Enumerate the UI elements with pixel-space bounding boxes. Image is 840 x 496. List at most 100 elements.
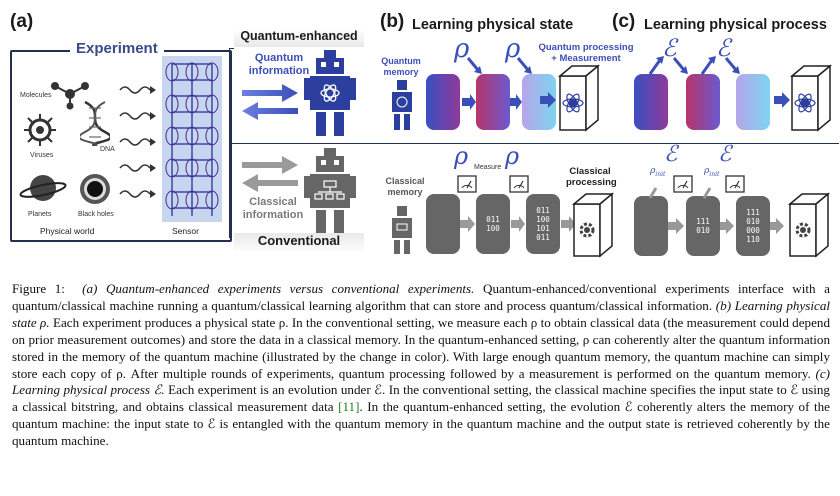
rho-arrows-b bbox=[466, 57, 532, 74]
bits-row: 100 bbox=[486, 224, 500, 233]
arrow-to-processor-b bbox=[540, 92, 556, 108]
classical-information-label: Classical information bbox=[240, 196, 306, 222]
planet-icon bbox=[19, 175, 67, 201]
label-molecules: Molecules bbox=[20, 92, 52, 99]
label-dna: DNA bbox=[100, 146, 115, 153]
process-symbol-c4: ℰ bbox=[718, 142, 732, 167]
rho-init-label-1: ρinit bbox=[650, 166, 665, 178]
classical-memory-block-c3: 111 010 000 110 bbox=[736, 196, 770, 256]
quantum-information-label: Quantum information bbox=[246, 52, 312, 78]
quantum-processing-line-2: + Measurement bbox=[551, 53, 621, 64]
meters-c bbox=[648, 175, 745, 199]
bits-row: 011 bbox=[536, 206, 550, 215]
quantum-memory-block-c1 bbox=[634, 74, 668, 130]
panel-a-label: (a) bbox=[10, 11, 34, 32]
caption-figure-label: Figure 1: bbox=[12, 281, 65, 296]
small-classical-robot-icon bbox=[392, 206, 412, 254]
quantum-memory-block-1 bbox=[426, 74, 460, 130]
process-symbol-c3: ℰ bbox=[664, 142, 678, 167]
caption-a-text: Quantum-enhanced/conventional experiment… bbox=[12, 281, 830, 313]
connector-top bbox=[229, 48, 234, 49]
rho-init-symbol: ρ bbox=[650, 166, 656, 176]
classical-flow-arrows-b bbox=[460, 216, 576, 232]
panel-b-label: (b) bbox=[380, 11, 405, 32]
quantum-enhanced-label: Quantum-enhanced bbox=[234, 29, 364, 47]
rho-symbol-b3: ρ bbox=[454, 142, 469, 170]
rho-symbol-b4: ρ bbox=[505, 142, 520, 170]
label-sensor: Sensor bbox=[172, 226, 199, 236]
bits-row: 010 bbox=[696, 226, 710, 235]
caption-c-title: (c) Learning physical process ℰ. bbox=[12, 365, 831, 398]
figure-caption: Figure 1: (a) Quantum-enhanced experimen… bbox=[12, 281, 830, 450]
label-viruses: Viruses bbox=[30, 152, 54, 159]
panel-c-label: (c) bbox=[612, 11, 636, 32]
citation-link[interactable]: [11] bbox=[338, 399, 360, 415]
caption-c-text-1: Each experiment is an evolution under ℰ.… bbox=[12, 382, 830, 415]
rho-symbol-b2: ρ bbox=[505, 34, 521, 64]
process-symbol-c2: ℰ bbox=[716, 34, 731, 62]
label-planets: Planets bbox=[28, 211, 52, 218]
molecule-icon bbox=[51, 82, 89, 110]
classical-memory-block-c1 bbox=[634, 196, 668, 256]
init-subscript: init bbox=[655, 170, 666, 178]
label-physical-world: Physical world bbox=[40, 226, 95, 236]
bits-row: 111 bbox=[696, 217, 710, 226]
classical-arrows-icon bbox=[242, 156, 298, 192]
process-arrows-c bbox=[648, 56, 740, 75]
classical-information-line-1: Classical bbox=[249, 196, 297, 208]
bits-row: 011 bbox=[486, 215, 500, 224]
virus-icon bbox=[24, 114, 56, 146]
classical-processing-label: Classical processing bbox=[566, 166, 617, 188]
bits-row: 011 bbox=[536, 233, 550, 242]
classical-memory-block-1 bbox=[426, 194, 460, 254]
sensor-lattice-icon bbox=[165, 62, 219, 216]
quantum-flow-arrows-b bbox=[462, 94, 522, 110]
quantum-processing-line-1: Quantum processing bbox=[538, 42, 634, 53]
quantum-memory-block-c3 bbox=[736, 74, 770, 130]
quantum-memory-line-1: Quantum bbox=[381, 56, 421, 66]
classical-memory-block-c2: 111 010 bbox=[686, 196, 720, 256]
classical-memory-block-2: 011 100 bbox=[476, 194, 510, 254]
quantum-robot-icon bbox=[304, 50, 356, 136]
small-quantum-robot-icon bbox=[392, 80, 412, 130]
classical-processor-box-icon bbox=[571, 192, 615, 258]
bits-row: 100 bbox=[536, 215, 550, 224]
quantum-arrows-icon bbox=[242, 84, 298, 120]
classical-processing-line-1: Classical bbox=[569, 166, 611, 177]
quantum-information-line-2: information bbox=[248, 65, 310, 77]
rho-symbol-b1: ρ bbox=[454, 34, 470, 64]
quantum-processing-label: Quantum processing + Measurement bbox=[536, 42, 636, 64]
dna-icon bbox=[80, 100, 110, 146]
bits-row: 010 bbox=[746, 217, 760, 226]
classical-memory-label: Classical memory bbox=[382, 176, 428, 198]
quantum-memory-block-2 bbox=[476, 74, 510, 130]
bits-row: 110 bbox=[746, 235, 760, 244]
rho-init-symbol: ρ bbox=[704, 166, 710, 176]
arrow-to-processor-c bbox=[774, 92, 790, 108]
black-hole-icon bbox=[80, 174, 110, 204]
quantum-memory-line-2: memory bbox=[383, 67, 419, 77]
classical-memory-line-1: Classical bbox=[385, 176, 425, 186]
divider-line bbox=[229, 143, 839, 144]
classical-robot-icon bbox=[304, 148, 356, 234]
measure-label: Measure bbox=[474, 164, 502, 171]
meters-b bbox=[457, 175, 529, 193]
classical-flow-arrows-c bbox=[668, 218, 784, 234]
figure-1: (a) Experiment Molecules Viruses DNA Pla… bbox=[10, 11, 839, 258]
bits-row: 111 bbox=[746, 208, 760, 217]
init-subscript: init bbox=[709, 170, 720, 178]
panel-c-title: Learning physical process bbox=[644, 17, 827, 33]
caption-a-title: (a) Quantum-enhanced experiments versus … bbox=[82, 281, 475, 296]
quantum-memory-block-c2 bbox=[686, 74, 720, 130]
label-black-holes: Black holes bbox=[78, 211, 114, 218]
caption-c-text-2: . In the quantum-enhanced setting, the e… bbox=[12, 399, 830, 449]
classical-memory-block-3: 011 100 101 011 bbox=[526, 194, 560, 254]
quantum-processor-box-c-icon bbox=[789, 64, 833, 132]
classical-information-line-2: information bbox=[242, 209, 304, 221]
quantum-processor-box-icon bbox=[557, 64, 601, 132]
bits-row: 000 bbox=[746, 226, 760, 235]
quantum-memory-label: Quantum memory bbox=[378, 56, 424, 78]
signal-waves bbox=[119, 86, 156, 198]
classical-processing-line-2: processing bbox=[566, 177, 617, 188]
classical-processor-box-c-icon bbox=[787, 192, 831, 258]
